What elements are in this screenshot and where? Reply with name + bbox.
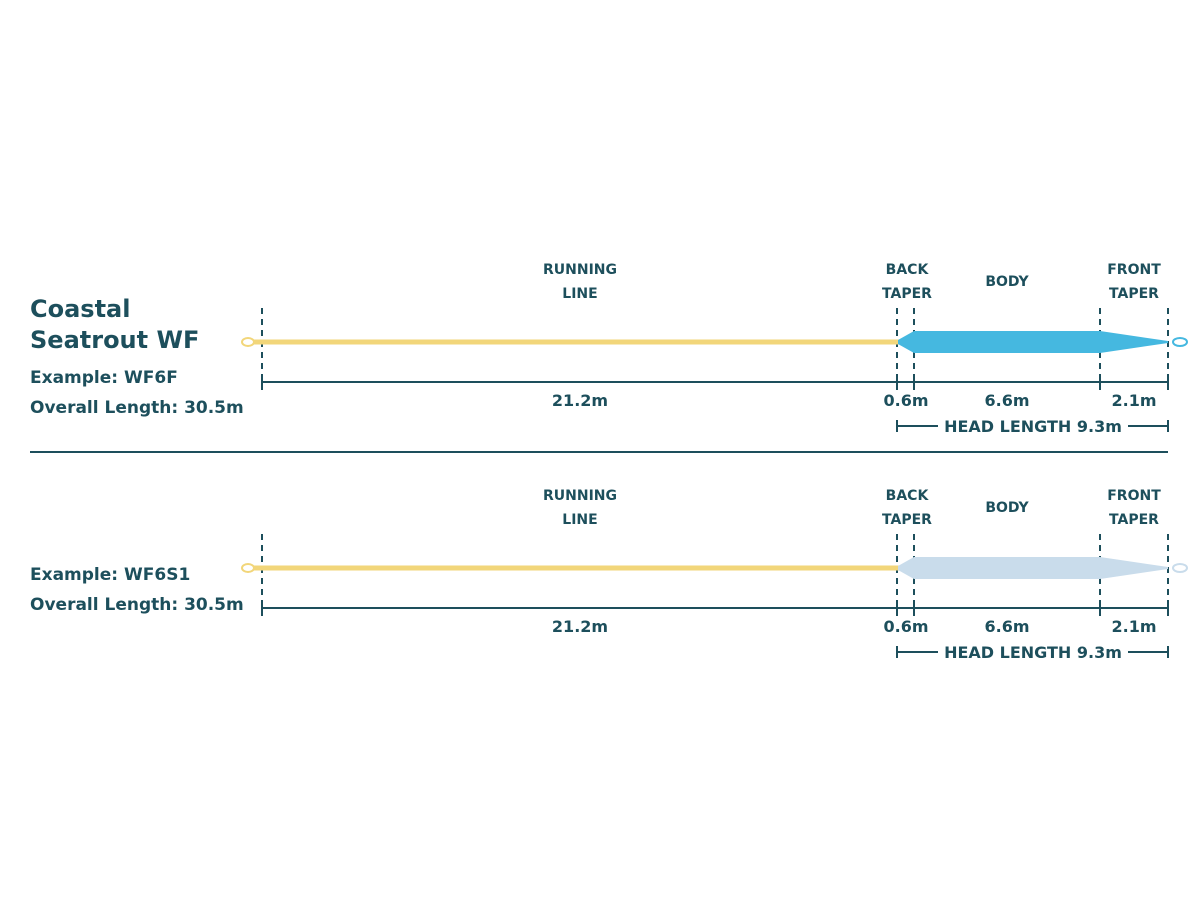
body-length: 6.6m xyxy=(984,617,1029,636)
rear-loop-icon xyxy=(241,337,255,347)
front-taper-label-2: TAPER xyxy=(1109,512,1159,528)
panel-sinking: Example: WF6S1 Overall Length: 30.5m RUN… xyxy=(30,488,1188,662)
body-label: BODY xyxy=(985,500,1029,516)
back-taper-label-2: TAPER xyxy=(882,286,932,302)
panel-title-line-1: Coastal xyxy=(30,295,130,323)
running-line-length: 21.2m xyxy=(552,617,608,636)
example-line: Example: WF6S1 xyxy=(30,565,190,585)
back-taper-label-1: BACK xyxy=(886,262,930,278)
front-loop-icon xyxy=(1172,563,1188,573)
body-label: BODY xyxy=(985,274,1029,290)
example-line: Example: WF6F xyxy=(30,368,178,388)
front-taper-length: 2.1m xyxy=(1111,391,1156,410)
head-length: HEAD LENGTH 9.3m xyxy=(944,417,1122,436)
running-line-label-2: LINE xyxy=(562,286,597,302)
head-length-rule xyxy=(896,420,1169,432)
panel-title-line-2: Seatrout WF xyxy=(30,326,199,354)
head-length: HEAD LENGTH 9.3m xyxy=(944,643,1122,662)
rear-loop-icon xyxy=(241,563,255,573)
floating-head xyxy=(898,331,1168,353)
running-line-label-1: RUNNING xyxy=(543,488,617,504)
sinking-head xyxy=(898,557,1168,579)
measurement-rule xyxy=(261,374,1169,390)
measurement-rule xyxy=(261,600,1169,616)
back-taper-length: 0.6m xyxy=(883,617,928,636)
running-line-length: 21.2m xyxy=(552,391,608,410)
front-taper-length: 2.1m xyxy=(1111,617,1156,636)
overall-length: Overall Length: 30.5m xyxy=(30,595,244,615)
panel-floating: Coastal Seatrout WF Example: WF6F Overal… xyxy=(30,262,1188,436)
back-taper-length: 0.6m xyxy=(883,391,928,410)
front-taper-label-2: TAPER xyxy=(1109,286,1159,302)
front-loop-icon xyxy=(1172,337,1188,347)
running-line-label-2: LINE xyxy=(562,512,597,528)
head-length-rule xyxy=(896,646,1169,658)
front-taper-label-1: FRONT xyxy=(1107,488,1161,504)
front-taper-label-1: FRONT xyxy=(1107,262,1161,278)
overall-length: Overall Length: 30.5m xyxy=(30,398,244,418)
body-length: 6.6m xyxy=(984,391,1029,410)
back-taper-label-1: BACK xyxy=(886,488,930,504)
running-line-label-1: RUNNING xyxy=(543,262,617,278)
back-taper-label-2: TAPER xyxy=(882,512,932,528)
